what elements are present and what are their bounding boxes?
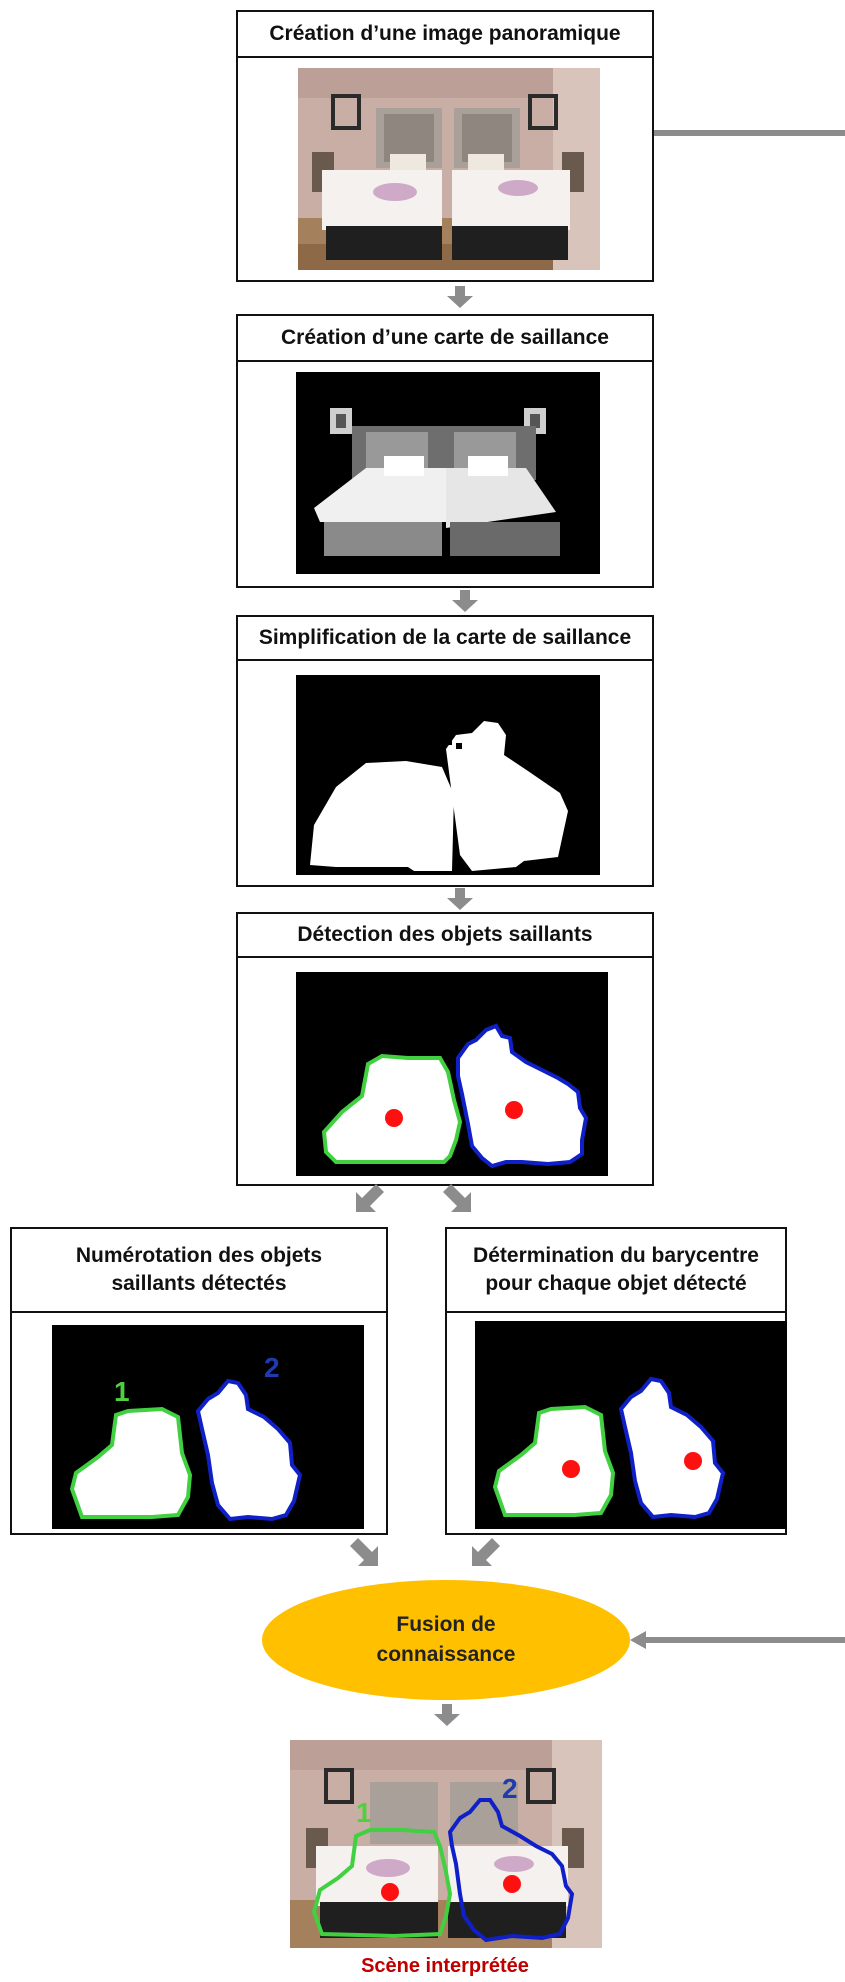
step-panorama: Création d’une image panoramique	[236, 10, 654, 282]
step-detection: Détection des objets saillants	[236, 912, 654, 1186]
object-2-outline	[618, 1376, 726, 1520]
numbering-image: 1 2	[52, 1325, 364, 1529]
barycenter-dot	[385, 1109, 403, 1127]
barycenter-dot	[505, 1101, 523, 1119]
step-numbering: Numérotation des objets saillants détect…	[10, 1227, 388, 1535]
step-barycenter-title-line1: Détermination du barycentre	[473, 1243, 759, 1267]
step-barycenter-title: Détermination du barycentre pour chaque …	[447, 1229, 785, 1313]
object-2-outline	[195, 1378, 303, 1522]
fusion-node: Fusion de connaissance	[262, 1580, 630, 1700]
object-1-number: 1	[114, 1376, 130, 1407]
arrow-down-icon	[447, 286, 473, 308]
step-simplification-title: Simplification de la carte de saillance	[238, 617, 652, 661]
object-2-outline	[456, 1023, 589, 1169]
barycenter-dot	[503, 1875, 521, 1893]
arrow-down-icon	[452, 590, 478, 612]
step-simplification: Simplification de la carte de saillance	[236, 615, 654, 887]
simplified-map-image	[296, 675, 600, 875]
step-saliency-map: Création d’une carte de saillance	[236, 314, 654, 588]
barycenter-dot	[381, 1883, 399, 1901]
fusion-label-line2: connaissance	[376, 1643, 516, 1666]
arrow-diagonal-icon	[350, 1538, 378, 1566]
step-detection-title: Détection des objets saillants	[238, 914, 652, 958]
result-caption: Scène interprétée	[361, 1955, 529, 1977]
panorama-image	[298, 68, 600, 270]
object-1-number: 1	[356, 1797, 372, 1828]
fusion-label-line1: Fusion de	[396, 1612, 496, 1636]
arrow-left-icon	[654, 130, 845, 136]
arrow-down-icon	[434, 1704, 460, 1726]
arrow-down-icon	[447, 888, 473, 910]
object-2-number: 2	[264, 1352, 280, 1383]
arrow-diagonal-icon	[356, 1184, 384, 1212]
object-1-outline	[492, 1404, 616, 1517]
interpreted-scene-image: 1 2	[290, 1740, 602, 1948]
step-numbering-title-line2: saillants détectés	[111, 1272, 287, 1295]
object-1-outline	[321, 1053, 463, 1164]
arrow-diagonal-icon	[443, 1184, 471, 1212]
object-2-outline	[447, 1798, 575, 1943]
step-numbering-title-line1: Numérotation des objets	[75, 1243, 323, 1267]
step-panorama-title: Création d’une image panoramique	[238, 12, 652, 58]
arrow-diagonal-icon	[472, 1538, 500, 1566]
barycenter-dot	[562, 1460, 580, 1478]
arrow-left-icon	[630, 1631, 845, 1649]
detection-image	[296, 972, 608, 1176]
step-barycenter-title-line2: pour chaque objet détecté	[485, 1272, 747, 1295]
step-barycenter: Détermination du barycentre pour chaque …	[445, 1227, 787, 1535]
barycenter-dot	[684, 1452, 702, 1470]
object-1-outline	[311, 1828, 453, 1939]
object-1-outline	[69, 1406, 193, 1519]
step-numbering-title: Numérotation des objets saillants détect…	[12, 1229, 386, 1313]
step-saliency-map-title: Création d’une carte de saillance	[238, 316, 652, 362]
saliency-map-image	[296, 372, 600, 574]
object-2-number: 2	[502, 1773, 518, 1804]
barycenter-image	[475, 1321, 787, 1529]
